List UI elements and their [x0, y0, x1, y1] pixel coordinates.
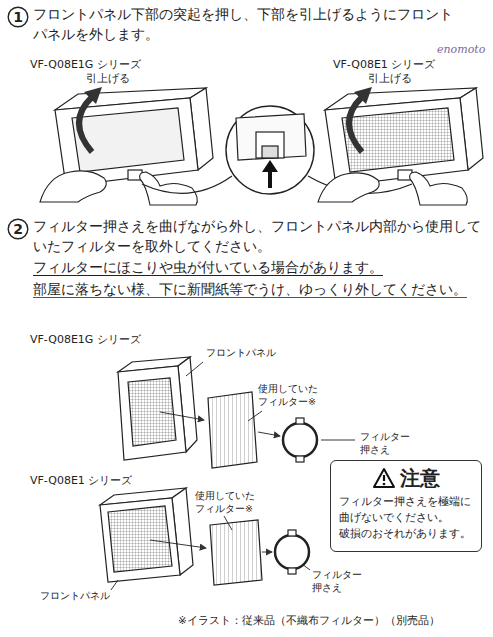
- hand-drawing: [40, 171, 197, 205]
- front-panel-drawing: [118, 357, 197, 460]
- warning-symbol: [372, 467, 396, 489]
- hand-drawing: [318, 172, 467, 205]
- step-number-text: 1: [7, 6, 29, 28]
- filter-holder-ring: [275, 530, 309, 574]
- action-label: 引上げる: [368, 72, 412, 86]
- step-number-text: 2: [7, 218, 29, 240]
- caution-heading-row: 注意: [339, 466, 473, 490]
- filter-drawing: [208, 392, 257, 468]
- warning-triangle: [374, 469, 394, 487]
- caution-note: フィルターにほこりや虫が付いている場合があります。: [33, 258, 383, 276]
- step-number: 2: [7, 218, 29, 240]
- instruction-text: フィルター押さえを曲げながら外し、フロントパネル内部から使用して いたフィルター…: [33, 216, 481, 256]
- filter-holder-ring: [283, 418, 317, 462]
- caution-note: 部屋に落ちない様、下に新聞紙等でうけ、ゆっくり外してください。: [33, 280, 467, 298]
- front-panel-drawing: [325, 88, 483, 186]
- model-label: VF-Q08E1 シリーズ: [30, 474, 132, 488]
- footnote: ※イラスト：従来品（不織布フィルター）（別売品）: [178, 613, 440, 627]
- leader-line: [160, 362, 355, 440]
- action-label: 引上げる: [86, 72, 130, 86]
- caution-heading: 注意: [400, 466, 440, 490]
- lift-arrow: [79, 87, 102, 152]
- lift-arrow: [349, 87, 372, 152]
- warning-dot: [383, 483, 386, 486]
- front-panel-drawing: [100, 488, 193, 582]
- warning-mark: [383, 475, 385, 481]
- part-label: 使用していた フィルター※: [258, 382, 324, 408]
- caution-body: フィルター押さえを極端に 曲げないでください。 破損のおそれがあります。: [339, 494, 473, 542]
- part-label: 使用していた フィルター※: [195, 489, 261, 515]
- model-label: VF-Q08E1G シリーズ: [30, 58, 141, 72]
- leader-line: [111, 516, 310, 590]
- caution-box: 注意フィルター押さえを極端に 曲げないでください。 破損のおそれがあります。: [330, 460, 482, 552]
- step-number: 1: [7, 6, 29, 28]
- part-label: フィルター 押さえ: [312, 568, 366, 594]
- part-label: フィルター 押さえ: [360, 430, 414, 456]
- watermark: enomoto: [437, 43, 485, 57]
- part-label: フロントパネル: [40, 590, 110, 602]
- model-label: VF-Q08E1 シリーズ: [333, 58, 435, 72]
- filter-drawing: [210, 520, 262, 585]
- part-label: フロントパネル: [206, 347, 276, 359]
- instruction-text: フロントパネル下部の突起を押し、下部を引上げるようにフロント パネルを外します。: [33, 4, 478, 44]
- model-label: VF-Q08E1G シリーズ: [30, 333, 141, 347]
